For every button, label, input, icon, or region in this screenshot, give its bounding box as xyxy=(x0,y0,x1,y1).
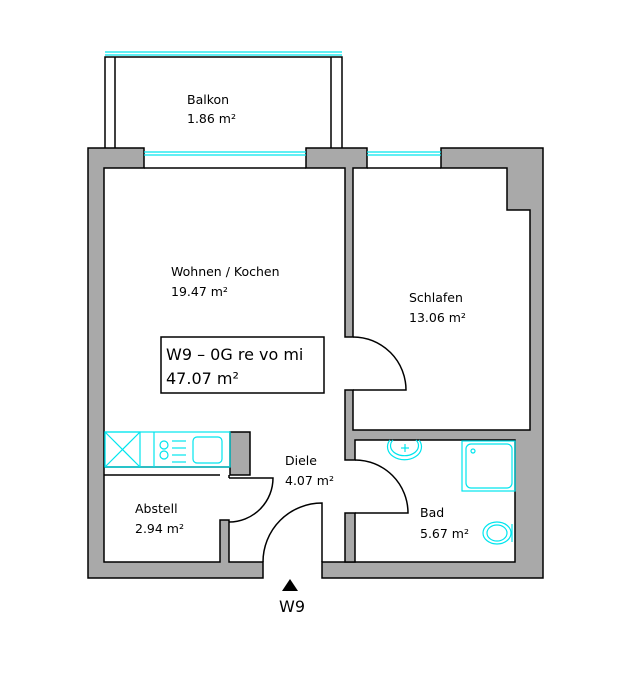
bathroom-fixtures xyxy=(386,439,516,545)
room-name-abstell: Abstell xyxy=(135,501,178,516)
room-name-schlafen: Schlafen xyxy=(409,290,463,305)
room-area-wohnen: 19.47 m² xyxy=(171,284,228,299)
entrance-label: W9 xyxy=(279,597,305,616)
doors xyxy=(228,336,409,563)
balcony xyxy=(104,51,343,148)
entrance-arrow-icon xyxy=(282,579,298,591)
windows xyxy=(144,151,441,169)
unit-label: W9 – 0G re vo mi xyxy=(166,345,303,364)
unit-area: 47.07 m² xyxy=(166,369,239,388)
room-name-bad: Bad xyxy=(420,505,444,520)
kitchen-counter xyxy=(104,431,231,468)
room-area-diele: 4.07 m² xyxy=(285,473,334,488)
room-name-diele: Diele xyxy=(285,453,317,468)
sink-icon xyxy=(192,436,223,464)
stove-burner-icon xyxy=(159,440,169,450)
door-entrance xyxy=(262,502,323,563)
door-abstell xyxy=(228,477,274,523)
door-bad xyxy=(354,459,409,514)
room-area-bad: 5.67 m² xyxy=(420,526,469,541)
shower-icon xyxy=(461,440,516,492)
stove-burner-icon xyxy=(159,450,169,460)
toilet-icon xyxy=(482,521,512,545)
unit-info-box: W9 – 0G re vo mi 47.07 m² xyxy=(160,336,325,394)
room-area-abstell: 2.94 m² xyxy=(135,521,184,536)
room-area-schlafen: 13.06 m² xyxy=(409,310,466,325)
room-labels: Balkon 1.86 m² Wohnen / Kochen 19.47 m² … xyxy=(135,92,469,541)
washbasin-icon xyxy=(386,439,423,461)
room-area-balkon: 1.86 m² xyxy=(187,111,236,126)
door-schlafen xyxy=(352,336,407,391)
room-name-balkon: Balkon xyxy=(187,92,229,107)
room-name-wohnen: Wohnen / Kochen xyxy=(171,264,280,279)
